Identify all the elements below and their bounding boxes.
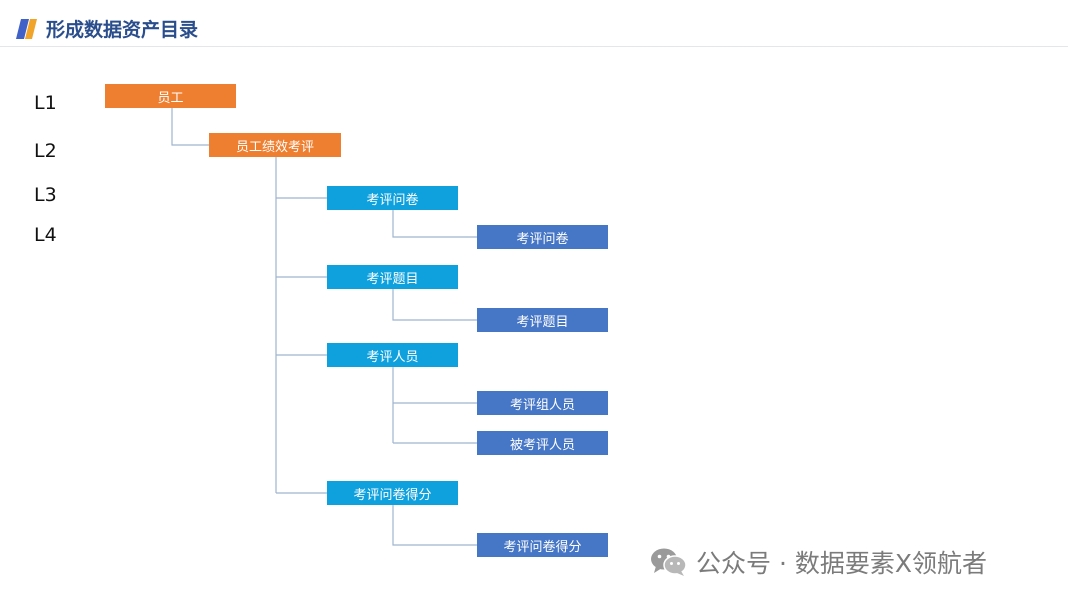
level-label-l3: L3: [34, 184, 57, 206]
watermark-text: 公众号 · 数据要素X领航者: [696, 549, 987, 578]
page-title: 形成数据资产目录: [46, 19, 199, 41]
node-l4-questions: 考评题目: [477, 308, 608, 332]
header-accent-icon: [16, 19, 37, 39]
watermark: 公众号 · 数据要素X领航者: [650, 544, 987, 580]
node-l3-questionnaire: 考评问卷: [327, 186, 458, 210]
connector-l3-l4-4: [392, 505, 477, 546]
node-l3-personnel: 考评人员: [327, 343, 458, 367]
connector-l3-l4-1: [392, 210, 477, 238]
level-label-l1: L1: [34, 92, 57, 114]
node-l3-questions: 考评题目: [327, 265, 458, 289]
connector-l3-l4-2: [392, 289, 477, 321]
node-l1-employee: 员工: [105, 84, 236, 108]
connector-l1-l2: [171, 108, 209, 146]
level-label-l2: L2: [34, 140, 57, 162]
node-l4-review-group-members: 考评组人员: [477, 391, 608, 415]
level-label-l4: L4: [34, 224, 57, 246]
node-l4-questionnaire-score: 考评问卷得分: [477, 533, 608, 557]
node-l3-questionnaire-score: 考评问卷得分: [327, 481, 458, 505]
header-bar: 形成数据资产目录: [0, 0, 1068, 47]
node-l4-reviewed-personnel: 被考评人员: [477, 431, 608, 455]
node-l4-questionnaire: 考评问卷: [477, 225, 608, 249]
wechat-icon: [651, 548, 687, 576]
connector-l3-l4-3: [392, 367, 477, 444]
node-l2-performance-review: 员工绩效考评: [209, 133, 341, 157]
